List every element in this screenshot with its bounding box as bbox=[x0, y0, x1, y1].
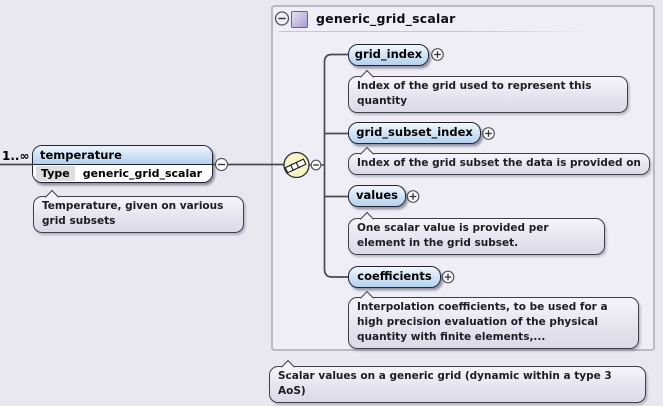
occurrence-label: 1..∞ bbox=[2, 149, 30, 163]
branch-trunk bbox=[323, 53, 348, 278]
expand-plus-icon-grid-index[interactable] bbox=[431, 48, 444, 61]
sequence-compositor-icon[interactable] bbox=[283, 151, 310, 179]
panel-title-separator bbox=[279, 31, 591, 32]
element-grid-subset-index[interactable]: grid_subset_index bbox=[348, 122, 481, 144]
complextype-panel bbox=[271, 5, 655, 351]
panel-collapse-minus-icon[interactable] bbox=[274, 11, 290, 26]
annotation-generic-grid-scalar: Scalar values on a generic grid (dynamic… bbox=[269, 366, 646, 403]
element-values[interactable]: values bbox=[348, 185, 406, 207]
type-label: Type bbox=[36, 166, 75, 181]
element-temperature[interactable]: temperature Type generic_grid_scalar bbox=[32, 145, 213, 183]
annotation-coefficients: Interpolation coefficients, to be used f… bbox=[348, 297, 639, 349]
element-name: temperature bbox=[33, 146, 212, 165]
annotation-grid-subset-index: Index of the grid subset the data is pro… bbox=[348, 153, 650, 175]
element-grid-index[interactable]: grid_index bbox=[348, 44, 429, 66]
element-type-row: Type generic_grid_scalar bbox=[33, 165, 212, 182]
expand-plus-icon-coefficients[interactable] bbox=[441, 270, 455, 284]
complextype-icon bbox=[291, 11, 308, 28]
expand-plus-icon-values[interactable] bbox=[406, 190, 420, 203]
complextype-title: generic_grid_scalar bbox=[316, 11, 456, 26]
collapse-minus-icon[interactable] bbox=[214, 157, 229, 172]
compositor-collapse-minus-icon[interactable] bbox=[309, 159, 324, 171]
element-coefficients[interactable]: coefficients bbox=[348, 266, 441, 288]
type-value-link[interactable]: generic_grid_scalar bbox=[82, 167, 203, 180]
annotation-grid-index: Index of the grid used to represent this… bbox=[348, 76, 628, 113]
annotation-values: One scalar value is provided per element… bbox=[348, 218, 605, 255]
expand-plus-icon-grid-subset-index[interactable] bbox=[482, 127, 495, 140]
annotation-temperature: Temperature, given on various grid subse… bbox=[33, 196, 244, 233]
